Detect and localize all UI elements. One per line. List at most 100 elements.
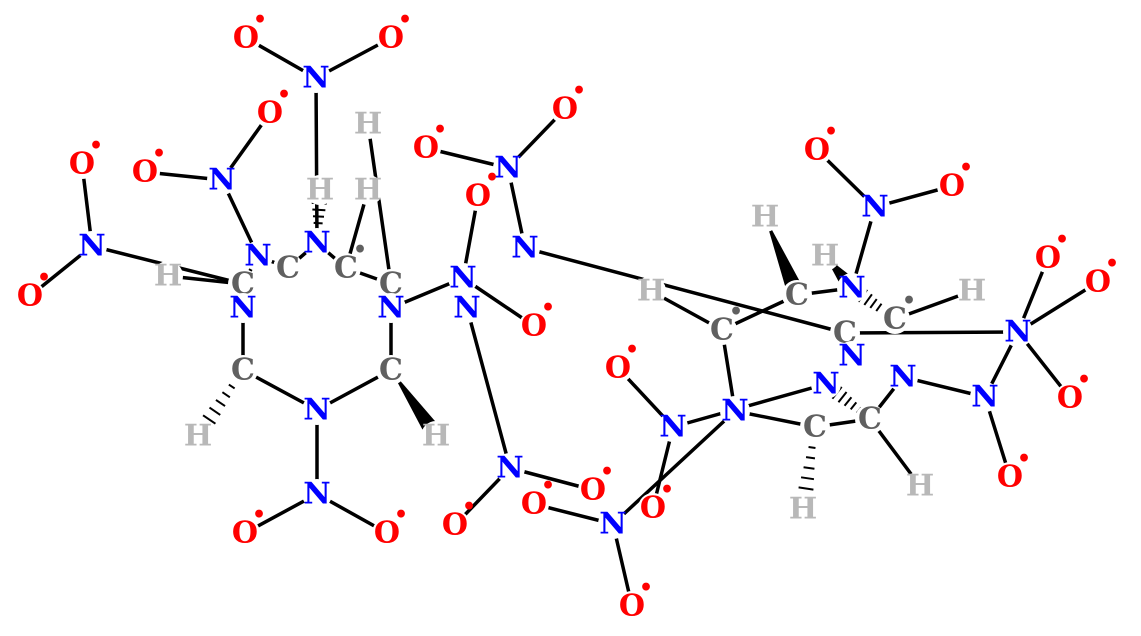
atom-label: H: [751, 200, 779, 235]
atom-oxygen-Oc1: O•: [67, 133, 103, 182]
bond-Ne3-Nf: [465, 306, 512, 470]
radical-dot: •: [660, 477, 674, 503]
atom-hydrogen-Hl1: H: [353, 107, 383, 142]
radical-dot: •: [959, 155, 973, 181]
radical-dot: •: [729, 299, 743, 325]
radical-dot: •: [253, 7, 267, 33]
radical-dot: •: [277, 82, 291, 108]
atom-oxygen-Of1: O•: [440, 494, 476, 543]
atom-label: H: [789, 492, 817, 527]
atom-nitrogen-Ne3: N: [452, 291, 482, 326]
bond-Nj-Nr4: [671, 382, 828, 429]
atom-carbon-Cr4: C•: [880, 288, 916, 337]
atom-oxygen-Od2: O•: [550, 78, 586, 127]
radical-dot: •: [1105, 251, 1119, 277]
atom-nitrogen-Nj: N: [658, 410, 688, 445]
radical-dot: •: [433, 117, 447, 143]
atom-label: N: [303, 226, 330, 261]
atom-carbon-C3: C•: [331, 237, 367, 286]
atom-nitrogen-Nf: N: [495, 451, 525, 486]
atom-nitrogen-Nk: N: [970, 380, 1000, 415]
atom-label: N: [838, 271, 865, 306]
atom-hydrogen-Hr6: H: [788, 492, 818, 527]
radical-dot: •: [353, 237, 367, 263]
atom-label: O: [232, 516, 258, 551]
atom-nitrogen-Nr4: N: [811, 367, 841, 402]
atom-label: N: [721, 394, 748, 429]
radical-dot: •: [89, 133, 103, 159]
atom-label: N: [861, 190, 888, 225]
atom-carbon-Cr5: C: [800, 410, 830, 445]
atom-label: C: [858, 402, 882, 437]
atom-label: H: [184, 419, 212, 454]
atom-label: O: [1057, 381, 1083, 416]
atom-label: C: [379, 353, 403, 388]
atom-oxygen-O5a: O•: [230, 502, 266, 551]
radical-dot: •: [394, 502, 408, 528]
atom-label: N: [244, 239, 271, 274]
atom-hydrogen-Hl4: H: [153, 259, 183, 294]
atom-label: H: [811, 239, 839, 274]
radical-dot: •: [824, 119, 838, 145]
radical-dot: •: [625, 337, 639, 363]
atom-label: O: [521, 309, 547, 344]
atom-hydrogen-Hr5: H: [905, 469, 935, 504]
atom-hydrogen-Hl3: H: [353, 173, 383, 208]
atom-carbon-C6: C: [228, 353, 258, 388]
atom-label: C: [379, 267, 403, 302]
atom-nitrogen-Na: N: [207, 163, 237, 198]
bond-Ne1-Cr3: [523, 246, 847, 335]
bond-Ni-Cr3: [843, 330, 1020, 335]
radical-dot: •: [37, 265, 51, 291]
radical-dot: •: [398, 7, 412, 33]
atom-label: N: [453, 291, 480, 326]
atom-label: N: [511, 231, 538, 266]
wedge-bond-Hr1-Cr1: [765, 217, 806, 299]
atom-oxygen-Ok2: O•: [995, 446, 1031, 495]
atom-label: H: [354, 107, 382, 142]
atom-label: O: [1035, 241, 1061, 276]
atom-label: H: [637, 274, 665, 309]
atom-label: N: [449, 261, 476, 296]
atom-label: O: [257, 96, 283, 131]
atom-label: N: [494, 151, 521, 186]
atom-label: H: [906, 469, 934, 504]
atom-label: O: [233, 21, 259, 56]
atom-carbon-Cr2: C•: [707, 299, 743, 348]
atom-label: H: [958, 274, 986, 309]
atom-nitrogen-N2: N: [302, 226, 332, 261]
atom-nitrogen-Nr1: N: [837, 271, 867, 306]
atom-label: C: [231, 353, 255, 388]
atom-oxygen-Oh2: O•: [937, 155, 973, 204]
atom-nitrogen-N6: N: [228, 291, 258, 326]
atom-hydrogen-Hl2: H: [305, 173, 335, 208]
atom-label: O: [413, 131, 439, 166]
atom-oxygen-Oe: O•: [463, 165, 499, 214]
atom-oxygen-Oh1: O•: [802, 119, 838, 168]
atom-oxygen-Oa2: O•: [130, 141, 166, 190]
atom-nitrogen-N1: N: [243, 239, 273, 274]
radical-dot: •: [541, 473, 555, 499]
atom-oxygen-Ob2: O•: [376, 7, 412, 56]
radical-dot: •: [541, 295, 555, 321]
atom-nitrogen-N3: N: [376, 291, 406, 326]
atom-oxygen-Oi1: O•: [1033, 227, 1069, 276]
atom-oxygen-Om: O•: [519, 295, 555, 344]
bond-Nb-N2: [314, 76, 319, 245]
atom-oxygen-Oc2: O•: [15, 265, 51, 314]
atom-hydrogen-Hr2: H: [810, 239, 840, 274]
atom-label: O: [374, 516, 400, 551]
radical-dot: •: [1077, 367, 1091, 393]
atom-label: C: [883, 302, 907, 337]
atom-label: H: [422, 419, 450, 454]
atom-hydrogen-Hr1: H: [750, 200, 780, 235]
atom-oxygen-Od1: O•: [411, 117, 447, 166]
radical-dot: •: [152, 141, 166, 167]
atom-oxygen-Oj2: O•: [638, 477, 674, 526]
atom-label: O: [442, 508, 468, 543]
atom-label: O: [997, 460, 1023, 495]
atom-label: N: [303, 477, 330, 512]
atom-label: O: [17, 279, 43, 314]
